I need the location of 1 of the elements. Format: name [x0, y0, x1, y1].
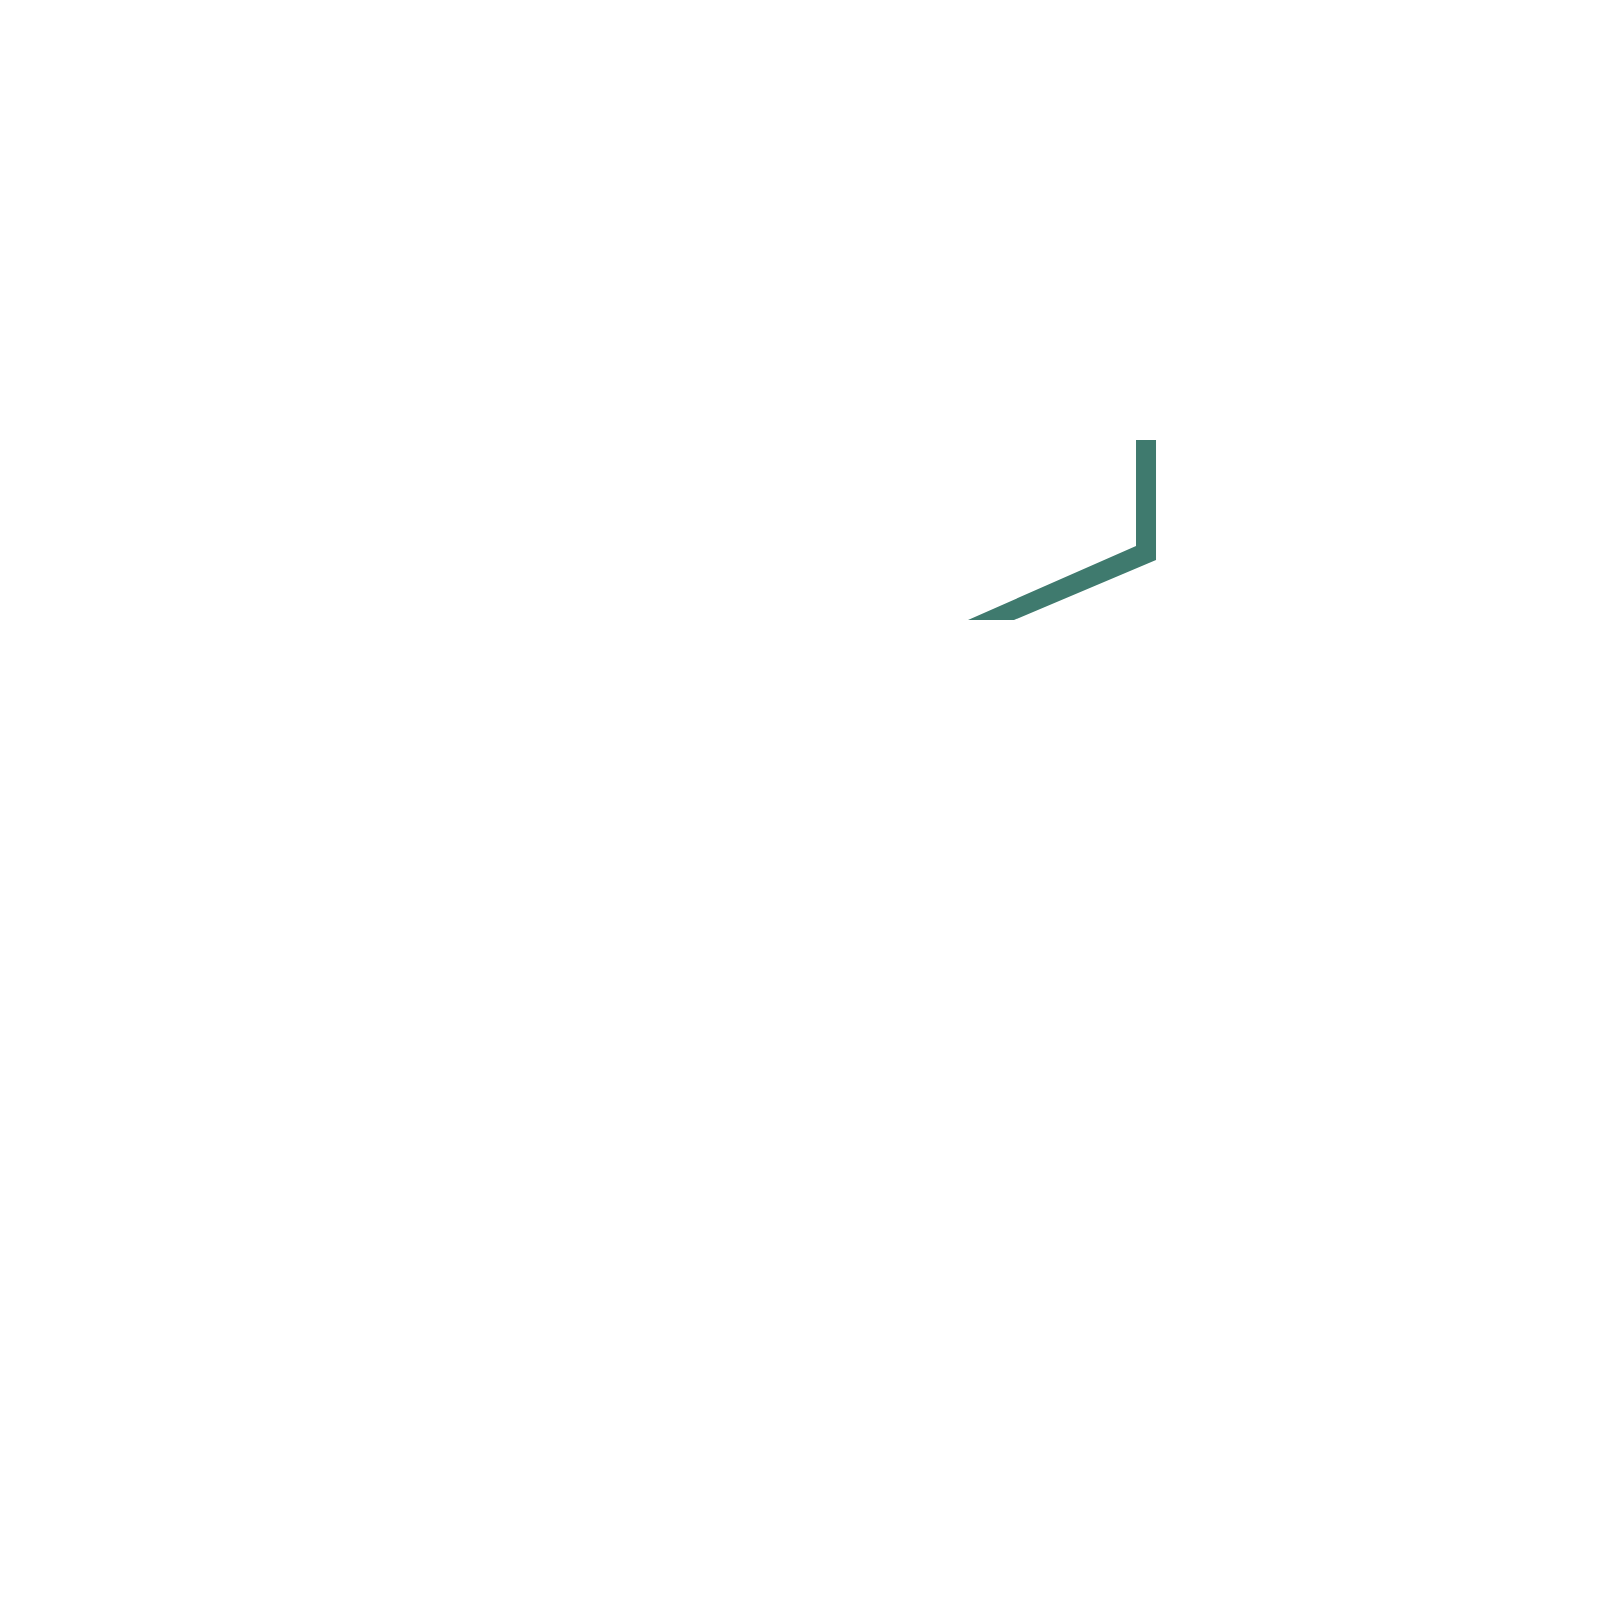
- bent-bar: [968, 440, 1156, 620]
